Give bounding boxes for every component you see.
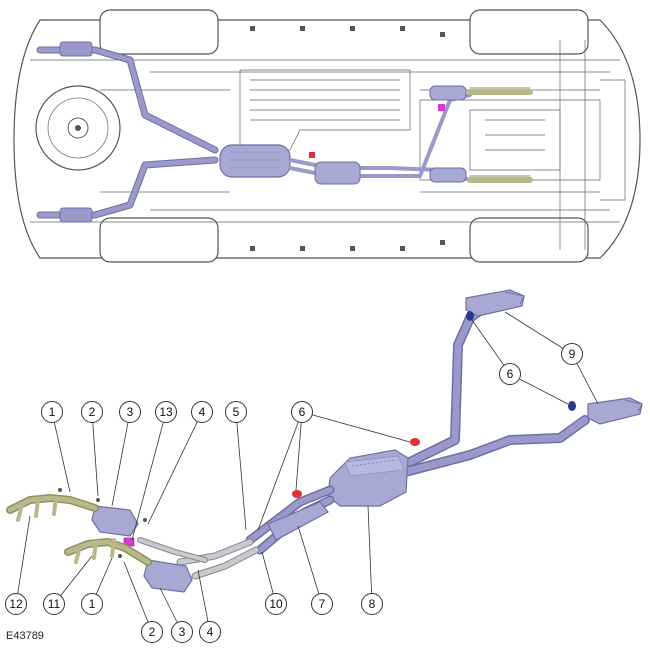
callout-leader: [131, 411, 167, 541]
callout-label: 6: [299, 405, 306, 419]
callout-leader: [123, 561, 153, 633]
callout-circle: [155, 401, 177, 423]
rear-silencer-lower: [587, 397, 643, 425]
callout-circle: [499, 363, 521, 385]
callout-c5: 5: [225, 401, 247, 531]
figure-code: E43789: [6, 630, 44, 642]
callout-c4a: 4: [147, 401, 213, 525]
callout-label: 3: [127, 405, 134, 419]
callout-leader: [301, 411, 411, 443]
callout-label: 11: [48, 597, 61, 611]
catalytic-converter-upper: [91, 505, 139, 537]
callout-label: 3: [179, 625, 186, 639]
callout-leader: [257, 411, 303, 531]
intermediate-resonator: [267, 501, 329, 541]
callout-label: 7: [319, 597, 326, 611]
callout-leader: [15, 515, 31, 605]
callout-leader: [147, 411, 203, 525]
wheel-rear-left: [99, 9, 219, 55]
callout-label: 5: [233, 405, 240, 419]
vehicle-underside-view: [13, 9, 641, 263]
callout-circle: [361, 593, 383, 615]
callout-c1a: 1: [41, 401, 71, 493]
callout-label: 2: [89, 405, 96, 419]
callout-c7: 7: [297, 525, 333, 615]
callout-circle: [225, 401, 247, 423]
callout-leader: [367, 505, 373, 605]
callout-leader: [235, 411, 247, 531]
callout-leader: [91, 411, 99, 497]
callout-c4b: 4: [197, 569, 221, 643]
wheel-front-right: [469, 217, 589, 263]
callout-label: 8: [369, 597, 376, 611]
callout-circle: [141, 621, 163, 643]
callout-leader: [504, 311, 573, 355]
callout-label: 2: [149, 625, 156, 639]
callout-circle: [43, 593, 65, 615]
callout-circle: [171, 621, 193, 643]
callout-circle: [5, 593, 27, 615]
mount-rubber-upper: [466, 311, 474, 321]
callout-leader: [111, 411, 131, 507]
exhaust-top-view: [36, 41, 533, 223]
catalytic-converter-top-2: [429, 167, 467, 183]
callout-label: 6: [507, 367, 514, 381]
wheel-front-left: [469, 9, 589, 55]
mount-rubber-lower: [568, 401, 576, 411]
callout-c3a: 3: [111, 401, 141, 507]
callout-c3b: 3: [159, 587, 193, 643]
callout-label: 4: [207, 625, 214, 639]
callout-c2a: 2: [81, 401, 103, 497]
intermediate-resonator-top: [314, 161, 361, 185]
callout-label: 12: [9, 597, 23, 611]
callout-circle: [191, 401, 213, 423]
callout-label: 9: [569, 347, 576, 361]
callout-circle: [311, 593, 333, 615]
clamp-main-silencer: [410, 438, 420, 446]
callout-circle: [199, 621, 221, 643]
wheel-rear-right: [99, 217, 219, 263]
exhaust-manifold-upper: [6, 494, 99, 522]
callout-leader: [51, 411, 71, 493]
callout-leader: [295, 411, 303, 491]
spare-wheel: [35, 85, 121, 171]
exhaust-manifold-lower: [64, 538, 152, 566]
exhaust-exploded-view: [6, 289, 643, 593]
callout-leader: [471, 319, 511, 375]
callout-circle: [41, 401, 63, 423]
callout-circle: [81, 401, 103, 423]
callout-label: 1: [89, 597, 96, 611]
callout-label: 1: [49, 405, 56, 419]
callout-circle: [81, 593, 103, 615]
main-silencer: [327, 449, 409, 507]
callout-label: 10: [269, 597, 283, 611]
callout-circle: [561, 343, 583, 365]
callout-label: 4: [199, 405, 206, 419]
callout-c2b: 2: [123, 561, 163, 643]
callout-circle: [265, 593, 287, 615]
callout-c13: 13: [131, 401, 177, 541]
callout-c6b: 6: [471, 319, 569, 405]
callout-leader: [297, 525, 323, 605]
rear-silencer-upper: [465, 289, 525, 317]
callout-c1b: 1: [81, 557, 113, 615]
callout-circle: [119, 401, 141, 423]
callout-c12: 12: [5, 515, 31, 615]
rear-silencer-left-top: [59, 41, 93, 57]
callout-circle: [291, 401, 313, 423]
callout-c6a: 6: [257, 401, 411, 531]
catalytic-converter-top-1: [429, 85, 467, 101]
callout-c10: 10: [261, 551, 287, 615]
callout-c11: 11: [43, 555, 93, 615]
callout-c9: 9: [504, 311, 599, 405]
callout-label: 13: [159, 405, 173, 419]
rear-silencer-right-top: [59, 207, 93, 223]
center-silencer-top: [219, 144, 291, 178]
callout-c8: 8: [361, 505, 383, 615]
catalytic-converter-lower: [143, 559, 193, 593]
clamp-resonator: [292, 490, 302, 498]
